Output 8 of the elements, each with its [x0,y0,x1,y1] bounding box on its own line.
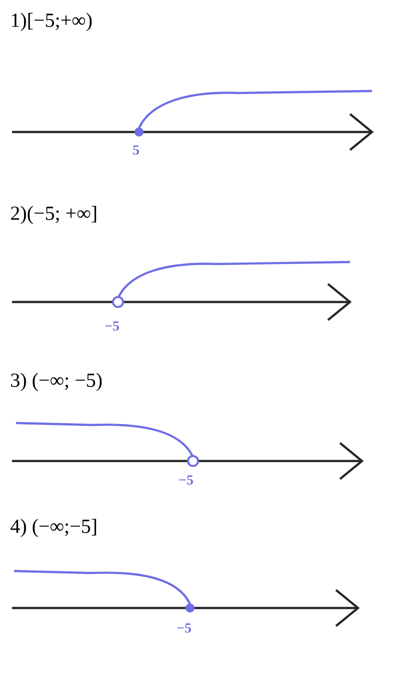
point-label: 5 [133,145,139,155]
point-label: −5 [179,475,193,485]
interval-label: 1)[−5;+∞) [12,12,92,32]
point-label: −5 [177,623,191,633]
interval-label: 2)(−5; +∞] [11,206,96,224]
point-label: −5 [105,321,119,331]
interval-label: 3) (−∞; −5) [11,372,102,392]
interval-label: 4) (−∞;−5] [10,518,96,538]
